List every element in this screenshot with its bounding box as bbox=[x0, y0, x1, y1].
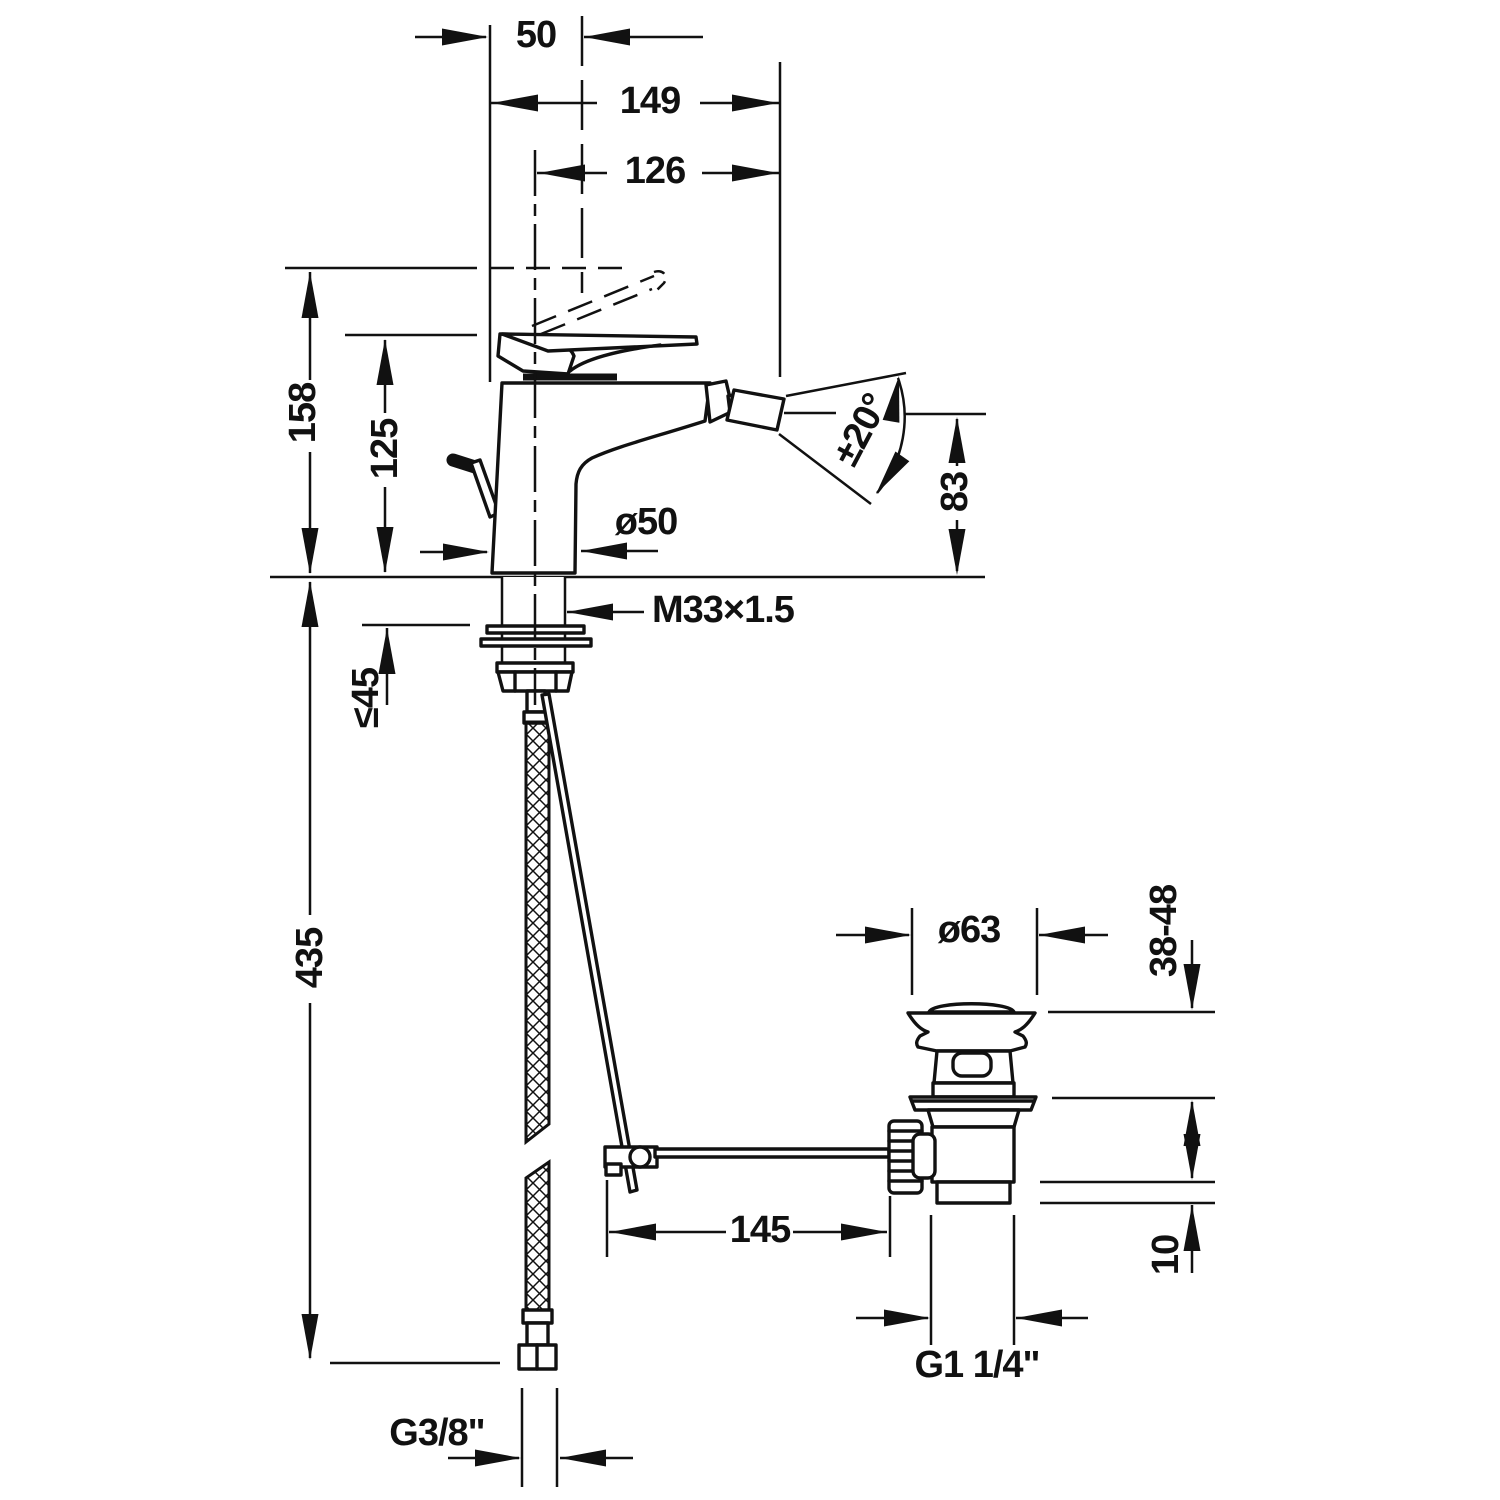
dim-label-126: 126 bbox=[625, 150, 685, 192]
supply-hose bbox=[517, 720, 558, 1371]
popup-actuator-lever bbox=[446, 453, 501, 519]
handle-lever bbox=[500, 332, 699, 353]
drain-upper-body bbox=[932, 1049, 1015, 1085]
drain-flange bbox=[908, 1095, 1038, 1112]
hose-neck bbox=[525, 1321, 550, 1347]
dim-label-dia63: ø63 bbox=[938, 909, 1000, 951]
dim-label-145: 145 bbox=[730, 1209, 791, 1251]
drain-plug-cap bbox=[927, 1002, 1016, 1014]
thread-label-g114: G1 1/4" bbox=[914, 1344, 1039, 1386]
dim-label-10: 10 bbox=[1145, 1235, 1187, 1275]
horizontal-linkage-rod bbox=[653, 1147, 891, 1159]
drain-ring bbox=[931, 1081, 1016, 1099]
extension-lines bbox=[270, 16, 1215, 1487]
dim-label-158: 158 bbox=[282, 383, 324, 443]
drain-tailpipe bbox=[935, 1180, 1012, 1205]
popup-drain-assembly bbox=[887, 1002, 1038, 1205]
knurled-rod-connector bbox=[887, 1119, 937, 1195]
hose-ferrule bbox=[521, 1308, 554, 1325]
thread-label-m33: M33×1.5 bbox=[652, 589, 795, 631]
drain-neck bbox=[926, 1108, 1021, 1129]
mounting-shank bbox=[479, 577, 593, 725]
dim-label-125: 125 bbox=[364, 418, 406, 479]
popup-rod-joint bbox=[603, 1145, 659, 1177]
aerator bbox=[725, 388, 786, 432]
washer-lower bbox=[479, 637, 593, 648]
thread-label-g38: G3/8" bbox=[389, 1412, 484, 1454]
popup-pull-rod bbox=[540, 692, 639, 1194]
dim-label-38-48: 38-48 bbox=[1143, 885, 1185, 977]
dim-label-83: 83 bbox=[934, 472, 976, 512]
drain-funnel bbox=[906, 1011, 1037, 1053]
dim-label-149: 149 bbox=[620, 80, 680, 122]
dim-label-50: 50 bbox=[516, 14, 556, 56]
dimension-labels: 50 149 126 158 125 ≤45 435 ø50 M33×1.5 ±… bbox=[282, 14, 1187, 1454]
drain-cylinder bbox=[930, 1125, 1016, 1184]
dimension-lines bbox=[301, 28, 1201, 1467]
dim-label-max45: ≤45 bbox=[345, 667, 387, 728]
dim-label-dia50: ø50 bbox=[615, 501, 677, 543]
faucet-body bbox=[490, 381, 712, 575]
angle-label-20deg: ±20° bbox=[825, 387, 897, 472]
handle-underside bbox=[568, 343, 662, 373]
raised-handle-dashed-lines bbox=[531, 270, 667, 336]
dim-label-435: 435 bbox=[289, 927, 331, 988]
overflow-slot bbox=[951, 1051, 993, 1078]
bidet-faucet bbox=[446, 270, 891, 1371]
